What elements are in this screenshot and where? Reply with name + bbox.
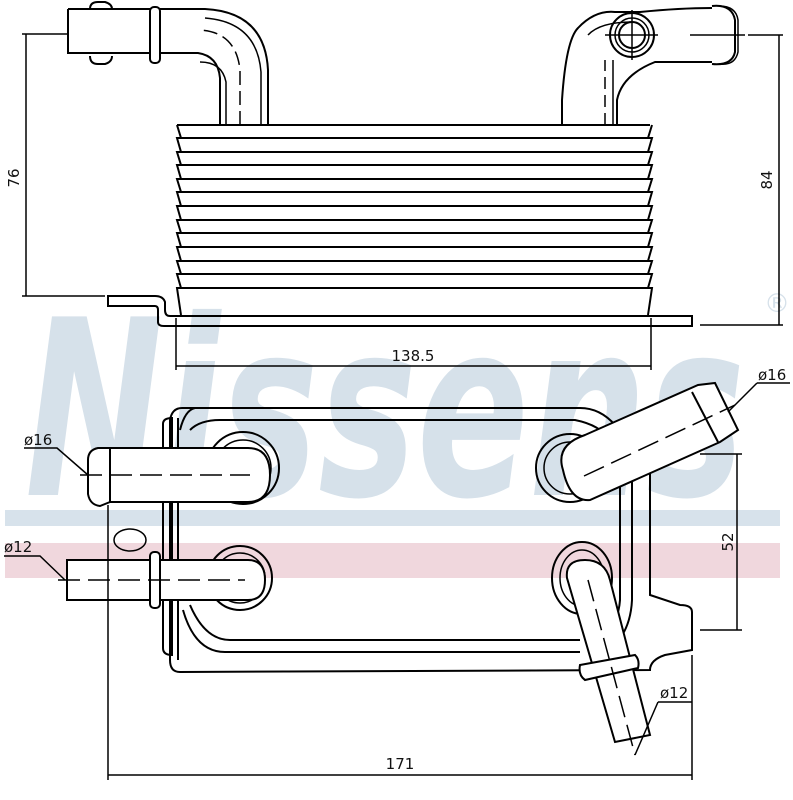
pipes [66, 381, 740, 744]
centerlines [58, 404, 736, 756]
pipe-lower-right [565, 558, 652, 744]
cooler-fins [175, 124, 654, 316]
base-plate [107, 295, 693, 327]
dim-core-width: 138.5 [392, 347, 435, 365]
dimension-lines-bottom [4, 382, 790, 780]
dim-height-left: 76 [5, 168, 23, 187]
dim-height-right: 84 [758, 170, 776, 189]
registered-mark: ® [764, 289, 790, 319]
upper-left-pipe [67, 0, 269, 125]
watermark-stripe-blue [5, 510, 780, 526]
mounting-hole [113, 528, 147, 552]
dim-diameter-upper-right: ø16 [758, 366, 786, 384]
pipe-upper-right [560, 381, 740, 502]
dim-diameter-lower-left: ø12 [4, 538, 32, 556]
dim-diameter-lower-right: ø12 [660, 684, 688, 702]
side-view [67, 0, 745, 327]
dimension-lines-top [22, 33, 783, 370]
watermark-logo-text: Nissens [25, 268, 745, 553]
dim-diameter-upper-left: ø16 [24, 431, 52, 449]
dim-port-spacing: 52 [719, 532, 737, 551]
upper-right-pipe [561, 4, 745, 125]
dim-overall-width: 171 [386, 755, 415, 773]
